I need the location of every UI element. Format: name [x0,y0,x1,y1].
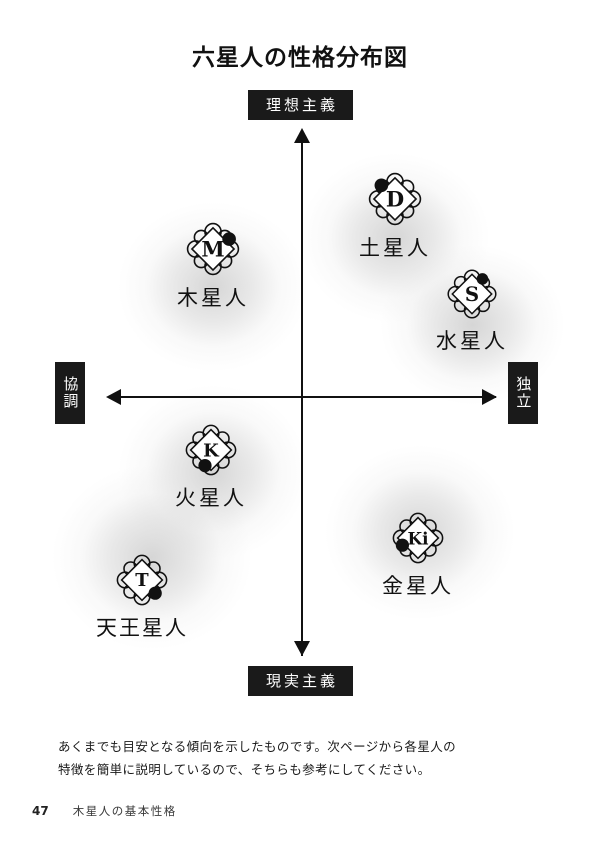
saturn-emblem-icon: D [368,172,422,226]
axis-arrow-left-icon [106,389,121,405]
mars-emblem-icon: K [185,424,237,476]
axis-label-cooperation: 協調 [55,362,85,424]
axis-arrow-down-icon [294,641,310,656]
axis-label-independence: 独立 [508,362,538,424]
star-label: 水星人 [436,329,508,353]
data-point-saturn: D 土星人 [315,168,475,262]
page-number: 47 [32,804,49,818]
star-label: 火星人 [175,486,247,510]
running-head-title: 木星人の基本性格 [72,804,177,818]
venus-emblem-icon: Ki [392,512,444,564]
jupiter-emblem-icon: M [186,222,240,276]
star-label: 木星人 [177,286,249,310]
axis-label-realism: 現実主義 [248,666,353,696]
uranus-emblem-icon: T [116,554,168,606]
footnote-line-1: あくまでも目安となる傾向を示したものです。次ページから各星人の [58,739,457,754]
quadrant-chart: 理想主義 現実主義 協調 独立 M 木星人 [0,90,600,710]
axis-arrow-up-icon [294,128,310,143]
footnote-line-2: 特徴を簡単に説明しているので、そちらも参考にしてください。 [58,762,431,778]
data-point-uranus: T 天王星人 [62,550,222,642]
star-label: 天王星人 [96,616,188,640]
svg-text:Ki: Ki [408,529,429,549]
star-label: 金星人 [382,574,454,598]
footnote: あくまでも目安となる傾向を示したものです。次ページから各星人の 特徴を簡単に説明… [58,735,498,781]
page-title: 六星人の性格分布図 [192,45,408,71]
page-footer: 47 木星人の基本性格 [32,803,572,819]
svg-text:K: K [203,441,220,462]
vertical-axis [301,140,303,656]
svg-text:T: T [135,570,149,591]
mercury-emblem-icon: S [447,269,497,319]
axis-arrow-right-icon [482,389,497,405]
data-point-venus: Ki 金星人 [338,508,498,600]
star-label: 土星人 [359,236,431,260]
data-point-mars: K 火星人 [131,420,291,512]
data-point-jupiter: M 木星人 [133,218,293,312]
svg-text:S: S [465,282,479,306]
axis-label-idealism: 理想主義 [248,90,353,120]
svg-text:D: D [386,186,404,211]
horizontal-axis [108,396,496,398]
data-point-mercury: S 水星人 [392,265,552,355]
svg-text:M: M [201,236,224,261]
